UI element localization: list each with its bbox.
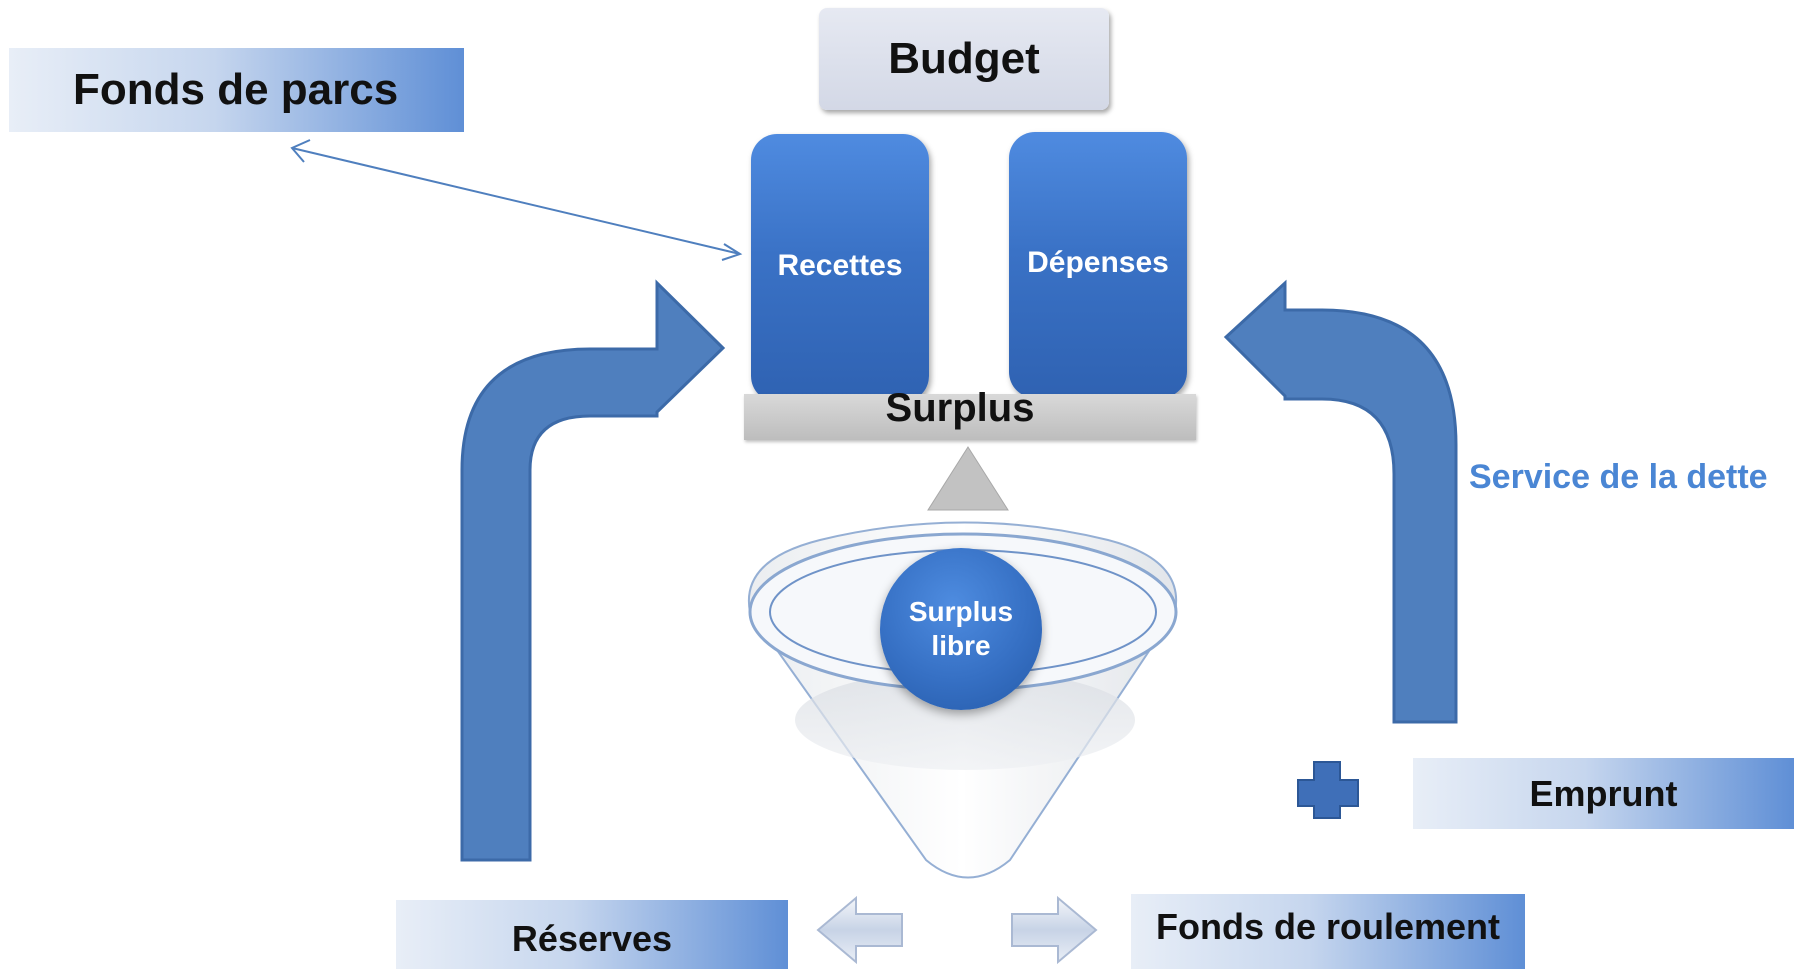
surplus-libre-line2: libre	[931, 630, 991, 661]
fulcrum-triangle	[927, 446, 1009, 511]
left-curved-arrow	[460, 279, 726, 862]
depenses-label: Dépenses	[1027, 246, 1169, 279]
surplus-libre-line1: Surplus	[908, 596, 1014, 627]
reserves-box: Réserves	[396, 900, 788, 969]
fonds-de-roulement-label: Fonds de roulement	[1155, 905, 1501, 947]
recettes-label: Recettes	[777, 249, 903, 282]
emprunt-label: Emprunt	[1529, 772, 1678, 814]
service-de-la-dette-label: Service de la dette	[1469, 457, 1768, 496]
fonds-de-parcs-label: Fonds de parcs	[73, 65, 399, 114]
emprunt-box: Emprunt	[1413, 758, 1794, 829]
small-left-arrow-icon	[816, 895, 903, 965]
connector-arrow	[290, 139, 743, 261]
plus-icon	[1297, 761, 1359, 819]
reserves-label: Réserves	[511, 917, 673, 959]
small-right-arrow-icon	[1011, 895, 1098, 965]
surplus-libre-sphere: Surplus libre	[880, 548, 1042, 710]
right-bent-up-arrow	[1223, 279, 1458, 724]
recettes-column: Recettes	[751, 134, 929, 402]
budget-label: Budget	[888, 34, 1040, 83]
fonds-de-parcs-box: Fonds de parcs	[9, 48, 464, 132]
surplus-label: Surplus	[885, 385, 1035, 430]
budget-box: Budget	[819, 8, 1109, 110]
depenses-column: Dépenses	[1009, 132, 1187, 398]
balance-plank	[744, 394, 1196, 440]
fonds-de-roulement-box: Fonds de roulement	[1131, 894, 1525, 969]
